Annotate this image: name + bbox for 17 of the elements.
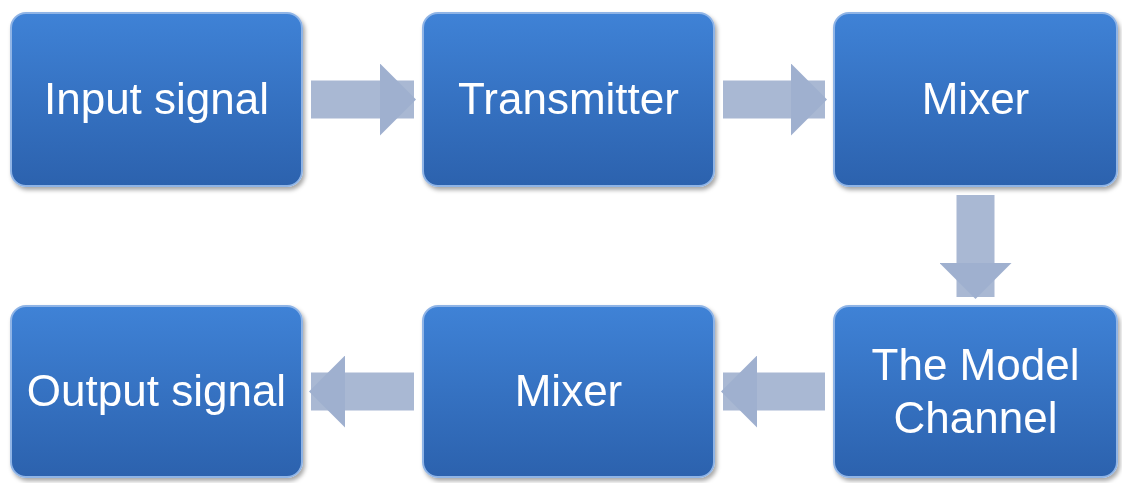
box-label: The Model Channel — [870, 338, 1081, 444]
process-box — [833, 12, 1118, 187]
box-label: Mixer — [921, 73, 1030, 126]
block-arrow — [721, 355, 825, 428]
block-arrow — [723, 63, 827, 136]
process-box — [422, 305, 715, 478]
block-arrow — [309, 355, 414, 428]
box-label: Mixer — [514, 365, 623, 418]
process-box — [422, 12, 715, 187]
box-label: Input signal — [43, 73, 270, 126]
process-box — [10, 305, 303, 478]
process-box — [10, 12, 303, 187]
box-label: Output signal — [26, 365, 287, 418]
block-arrow — [311, 63, 416, 136]
box-label: Transmitter — [458, 73, 679, 126]
block-arrow — [939, 195, 1012, 299]
process-box — [833, 305, 1118, 478]
